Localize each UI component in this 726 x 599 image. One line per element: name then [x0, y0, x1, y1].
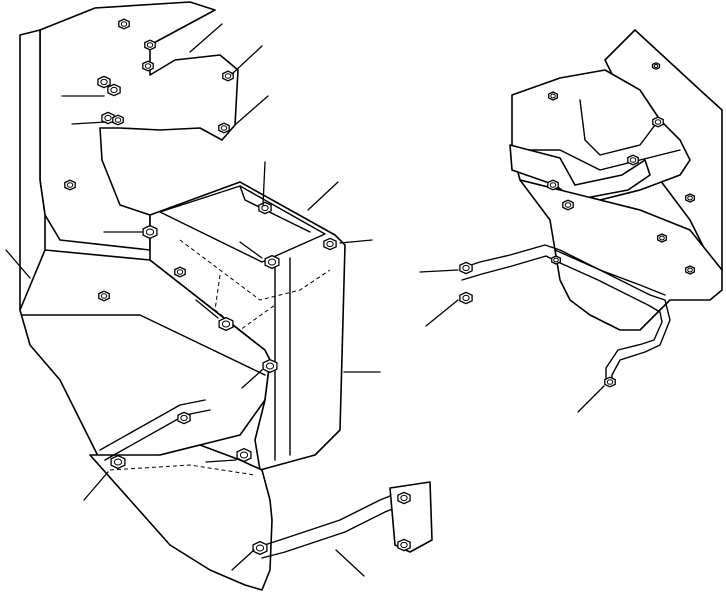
leader-line: [241, 369, 263, 389]
hex-nut-icon: [236, 447, 252, 463]
lower-skirt-panel: [89, 444, 273, 591]
hex-nut-icon: [262, 358, 278, 374]
hex-nut-icon: [144, 39, 156, 51]
hex-nut-icon: [264, 254, 280, 270]
leader-line: [5, 249, 31, 279]
left-leaders: [5, 23, 381, 577]
box-top-rim: [159, 185, 326, 263]
right-lower-tank: [519, 179, 723, 331]
hex-nut-icon: [685, 193, 695, 203]
leader-line: [231, 45, 263, 75]
leader-line: [339, 239, 373, 244]
right-block-edge: [511, 149, 681, 171]
hex-nut-icon: [97, 75, 111, 89]
left-assembly-view: [5, 1, 433, 591]
top-mounting-plate: [39, 1, 239, 251]
hex-nut-icon: [101, 111, 115, 125]
hex-nut-icon: [459, 261, 473, 275]
hex-nut-icon: [551, 255, 561, 265]
right-assembly-view: [419, 29, 723, 413]
right-block-edge-2: [579, 99, 656, 156]
hex-nut-icon: [252, 540, 268, 556]
leader-line: [189, 23, 223, 53]
leader-line: [195, 299, 219, 319]
hex-nut-icon: [547, 179, 559, 191]
hex-nut-icon: [562, 199, 574, 211]
hex-nut-icon: [323, 237, 337, 251]
leader-line: [83, 471, 109, 501]
hex-nut-icon: [548, 91, 558, 101]
hex-nut-icon: [98, 290, 110, 302]
hex-nut-icon: [258, 201, 272, 215]
hex-nut-icon: [118, 18, 130, 30]
hex-nut-icon: [397, 491, 411, 505]
hex-nut-icon: [657, 233, 667, 243]
leader-line: [71, 121, 107, 125]
leader-line: [235, 95, 269, 125]
left-fasteners: [64, 18, 411, 556]
hex-nut-icon: [685, 265, 695, 275]
hex-nut-icon: [142, 224, 158, 240]
hex-nut-icon: [222, 70, 234, 82]
hex-nut-icon: [397, 538, 411, 552]
leader-line: [239, 241, 263, 259]
skirt-hidden-edge: [109, 464, 256, 476]
panel-fold-line: [21, 314, 266, 376]
hex-nut-icon: [604, 376, 616, 388]
hex-nut-icon: [218, 316, 234, 332]
right-tank-edge: [554, 249, 666, 296]
right-leaders: [419, 269, 605, 413]
leader-line: [425, 299, 459, 327]
hex-nut-icon: [142, 60, 154, 72]
hex-nut-icon: [218, 122, 230, 134]
hex-nut-icon: [174, 266, 186, 278]
box-inner-wall: [239, 185, 311, 233]
hex-nut-icon: [110, 454, 126, 470]
hex-nut-icon: [107, 83, 121, 97]
hex-nut-icon: [651, 62, 661, 70]
leader-line: [262, 161, 266, 206]
leader-line: [577, 385, 605, 413]
right-rod: [461, 244, 671, 381]
lower-rod-bracket: [389, 481, 433, 553]
leader-line: [307, 181, 339, 211]
hex-nut-icon: [177, 411, 191, 425]
right-fasteners: [459, 62, 695, 388]
leader-line: [335, 549, 365, 577]
right-clamp-strap: [509, 144, 651, 201]
hex-nut-icon: [64, 179, 76, 191]
hex-nut-icon: [459, 291, 473, 305]
hex-nut-icon: [652, 116, 664, 128]
leader-line: [231, 549, 255, 571]
leader-line: [419, 269, 459, 273]
hex-nut-icon: [112, 114, 124, 126]
leader-line: [205, 459, 237, 463]
hex-nut-icon: [627, 154, 639, 166]
